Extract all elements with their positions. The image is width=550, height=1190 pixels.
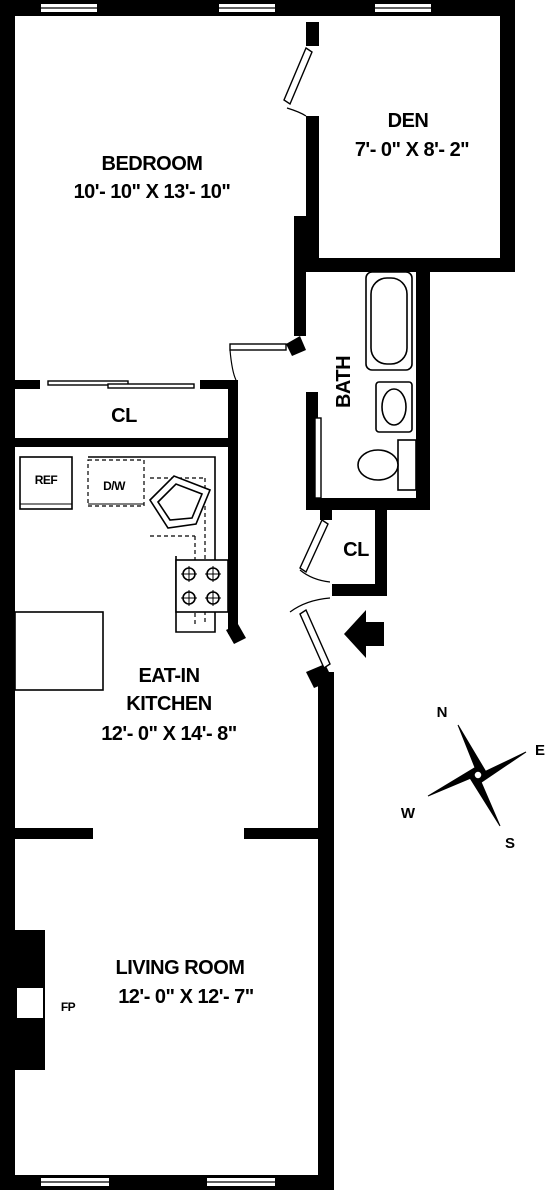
stove bbox=[175, 559, 229, 613]
entry-closet-door bbox=[299, 518, 331, 583]
bath-name: BATH bbox=[333, 356, 355, 408]
entry-arrow-icon bbox=[344, 610, 384, 658]
compass-west: W bbox=[401, 805, 416, 822]
compass-south: S bbox=[505, 835, 515, 852]
living-room-name: LIVING ROOM bbox=[116, 957, 245, 979]
compass-north: N bbox=[437, 704, 448, 721]
bedroom-dims: 10'- 10" X 13'- 10" bbox=[74, 181, 231, 203]
window-top-2 bbox=[217, 2, 277, 14]
dishwasher: D/W bbox=[87, 459, 145, 507]
refrigerator: REF bbox=[19, 456, 73, 510]
den-dims: 7'- 0" X 8'- 2" bbox=[355, 139, 469, 161]
bedroom-name: BEDROOM bbox=[102, 153, 203, 175]
bath-fixtures bbox=[357, 271, 417, 491]
exterior-walls bbox=[0, 0, 515, 1190]
kitchen-name-line1: EAT-IN bbox=[138, 665, 199, 687]
window-top-3 bbox=[373, 2, 433, 14]
interior-walls bbox=[15, 380, 324, 1070]
kitchen-dims: 12'- 0" X 14'- 8" bbox=[101, 723, 237, 745]
bath-inner-door bbox=[314, 417, 322, 499]
window-bottom-2 bbox=[205, 1176, 277, 1188]
kitchen-table bbox=[14, 611, 104, 691]
refrigerator-label: REF bbox=[35, 473, 58, 487]
entry-door bbox=[289, 597, 331, 670]
fireplace-label: FP bbox=[61, 1000, 76, 1014]
closet-sliding-doors bbox=[47, 380, 195, 389]
bathtub bbox=[365, 271, 413, 371]
den-name: DEN bbox=[388, 110, 429, 132]
doors bbox=[47, 46, 384, 670]
sink bbox=[375, 381, 413, 433]
toilet bbox=[357, 439, 417, 491]
window-bottom-1 bbox=[39, 1176, 111, 1188]
dishwasher-label: D/W bbox=[103, 479, 126, 493]
room-labels: BEDROOM 10'- 10" X 13'- 10" DEN 7'- 0" X… bbox=[61, 110, 470, 1014]
windows bbox=[39, 2, 433, 1188]
den-door bbox=[283, 46, 313, 117]
bath-door bbox=[229, 343, 287, 381]
entry-closet-name: CL bbox=[343, 539, 369, 561]
bedroom-closet-name: CL bbox=[111, 405, 137, 427]
compass-east: E bbox=[535, 742, 545, 759]
kitchen-fixtures: REF D/W bbox=[14, 456, 229, 691]
kitchen-name-line2: KITCHEN bbox=[126, 693, 211, 715]
living-room-dims: 12'- 0" X 12'- 7" bbox=[118, 986, 254, 1008]
kitchen-sink bbox=[148, 475, 212, 529]
compass-rose-icon: N E S W bbox=[401, 704, 545, 852]
window-top-1 bbox=[39, 2, 99, 14]
